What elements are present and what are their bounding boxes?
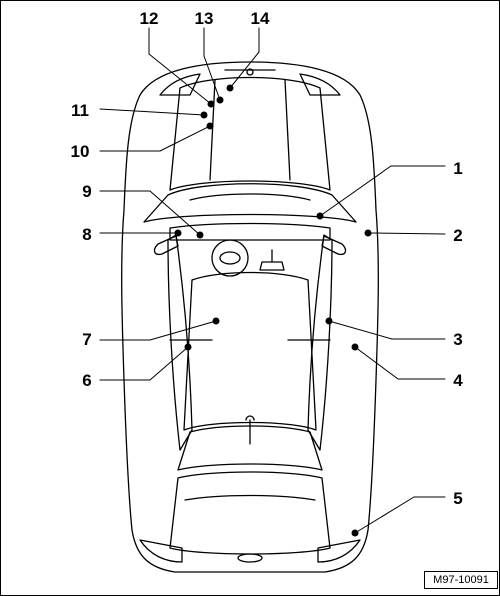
boot-lid xyxy=(169,471,331,555)
callout-12: 12 xyxy=(139,9,159,28)
leader-12b xyxy=(148,53,212,105)
car-body-outline xyxy=(121,61,379,573)
callout-14: 14 xyxy=(250,9,270,28)
headlight-left xyxy=(159,73,201,96)
hood-crease-left xyxy=(209,79,216,181)
hood-crease-right xyxy=(284,79,291,181)
callout-11: 11 xyxy=(71,101,89,120)
interior-lamp xyxy=(245,415,255,445)
leader-3b xyxy=(328,320,393,340)
mirror-left xyxy=(153,235,179,256)
leader-1b xyxy=(319,165,392,217)
windscreen-inner xyxy=(189,193,311,201)
leader-9b xyxy=(149,190,201,236)
leader-4b xyxy=(354,346,399,380)
leader-10b xyxy=(159,125,211,152)
callout-4: 4 xyxy=(453,371,463,390)
rear-light-right xyxy=(317,539,361,563)
figure-reference-code: M97-10091 xyxy=(424,571,498,589)
leader-14b xyxy=(229,51,260,89)
front-emblem xyxy=(246,68,254,76)
leader-2 xyxy=(367,232,446,235)
roof xyxy=(183,271,317,431)
callout-7: 7 xyxy=(82,330,92,349)
leader-7b xyxy=(149,320,217,341)
left-sill xyxy=(167,234,193,451)
callout-9: 9 xyxy=(82,182,92,201)
callout-3: 3 xyxy=(453,330,463,349)
callout-1: 1 xyxy=(453,159,463,178)
leader-11 xyxy=(99,108,205,116)
rear-light-left xyxy=(139,539,183,563)
callout-5: 5 xyxy=(453,489,463,508)
callout-10: 10 xyxy=(70,142,90,161)
leader-lines xyxy=(99,27,446,534)
headlight-right xyxy=(299,73,341,96)
callout-13: 13 xyxy=(194,9,214,28)
gear-lever xyxy=(259,249,285,271)
callout-6: 6 xyxy=(82,371,92,390)
leader-13b xyxy=(203,55,221,101)
leader-6b xyxy=(149,346,189,381)
dashboard xyxy=(169,222,331,241)
rear-emblem xyxy=(237,553,263,563)
rear-window xyxy=(177,425,323,471)
right-sill xyxy=(307,234,333,451)
steering-hub xyxy=(219,251,241,265)
leader-5b xyxy=(354,496,415,534)
steering-wheel xyxy=(211,239,249,277)
sensor-markers xyxy=(174,84,372,537)
windscreen xyxy=(143,183,357,223)
boot-line xyxy=(184,494,316,501)
callout-2: 2 xyxy=(453,226,463,245)
hood xyxy=(169,76,331,191)
mirror-right xyxy=(321,235,347,256)
callout-8: 8 xyxy=(82,225,92,244)
